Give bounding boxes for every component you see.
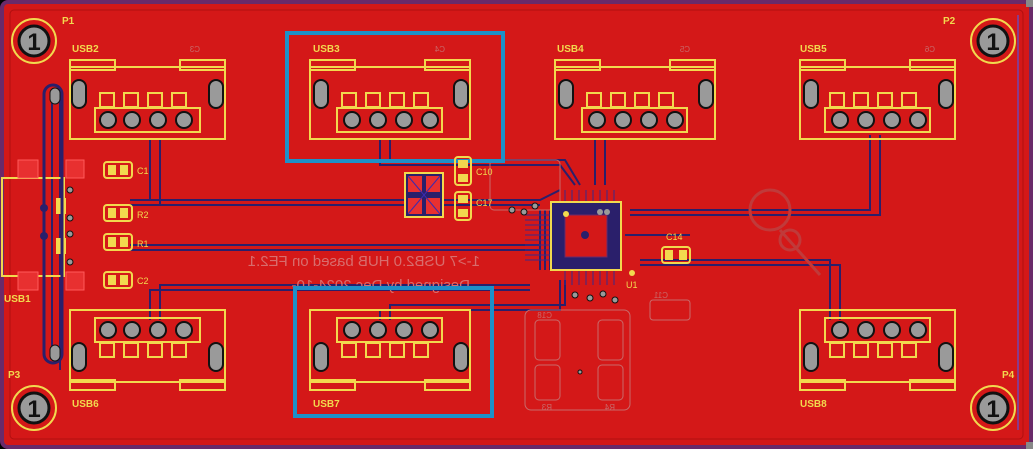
usb2-footprint[interactable] [69, 59, 226, 140]
c10-label: C10 [476, 167, 493, 177]
mount-hole-label-p1: P1 [62, 16, 75, 27]
res-r2[interactable] [103, 204, 133, 222]
cap-c1[interactable] [103, 161, 133, 179]
traces [51, 90, 881, 370]
board-inner-edge [9, 9, 1024, 440]
usb7-selection-box [293, 286, 494, 418]
r2-label: R2 [137, 210, 149, 220]
usb6-footprint[interactable] [69, 309, 226, 391]
mount-hole-p3[interactable]: 1 [11, 385, 57, 431]
usb5-footprint[interactable] [799, 59, 956, 140]
cap-c14[interactable] [661, 246, 691, 264]
c14-label: C14 [666, 232, 683, 242]
usb2-cap-label: C3 [189, 45, 200, 54]
corner-marker [1026, 0, 1033, 7]
cap-c2[interactable] [103, 271, 133, 289]
c18-label: C18 [537, 311, 552, 320]
cap-c10[interactable] [454, 156, 472, 186]
corner-marker [1026, 442, 1033, 449]
usb3-cap-label: C4 [434, 45, 445, 54]
mount-hole-p2[interactable]: 1 [970, 18, 1016, 64]
usb8-footprint[interactable] [799, 309, 956, 391]
usb1-connector[interactable] [1, 83, 85, 365]
board-text-line1: 1->7 USB2.0 HUB based on FE2.1 [248, 253, 480, 270]
r1-label: R1 [137, 239, 149, 249]
usb5-label: USB5 [800, 44, 827, 55]
mount-hole-number: 1 [27, 29, 40, 56]
bottom-silk [489, 159, 691, 411]
usb3-label: USB3 [313, 44, 340, 55]
usb3-footprint[interactable] [309, 59, 471, 140]
mount-hole-label-p3: P3 [8, 370, 21, 381]
crystal-footprint[interactable] [404, 172, 444, 218]
c11-label: C11 [653, 291, 668, 300]
cap-c17[interactable] [454, 191, 472, 221]
ic-fanout [525, 190, 615, 285]
usb8-label: USB8 [800, 399, 827, 410]
ic-u1[interactable] [550, 201, 622, 271]
c2-label: C2 [137, 276, 149, 286]
vias [508, 202, 619, 375]
mount-hole-p1[interactable]: 1 [11, 18, 57, 64]
mount-hole-label-p2: P2 [943, 16, 956, 27]
board-text-line2: Designed by Dec 2024-10- [292, 277, 470, 294]
usb3-selection-box [285, 31, 505, 163]
usb6-label: USB6 [72, 399, 99, 410]
mount-hole-p4[interactable]: 1 [970, 385, 1016, 431]
usb7-footprint[interactable] [309, 309, 471, 391]
mount-hole-label-p4: P4 [1002, 370, 1015, 381]
mount-hole-number: 1 [27, 396, 40, 423]
usb5-cap-label: C6 [924, 45, 935, 54]
usb7-label: USB7 [313, 399, 340, 410]
c17-label: C17 [476, 198, 493, 208]
usb4-label: USB4 [557, 44, 584, 55]
usb1-label: USB1 [4, 294, 31, 305]
u1-label: U1 [626, 280, 638, 290]
u1-pin1-dot [629, 270, 635, 276]
c1-label: C1 [137, 166, 149, 176]
usb4-cap-label: C5 [679, 45, 690, 54]
mount-hole-number: 1 [986, 396, 999, 423]
res-r1[interactable] [103, 233, 133, 251]
usb2-label: USB2 [72, 44, 99, 55]
r4-label: R4 [604, 403, 615, 412]
usb4-footprint[interactable] [554, 59, 716, 140]
r3-label: R3 [541, 403, 552, 412]
mount-hole-number: 1 [986, 29, 999, 56]
board-logo [748, 188, 822, 276]
